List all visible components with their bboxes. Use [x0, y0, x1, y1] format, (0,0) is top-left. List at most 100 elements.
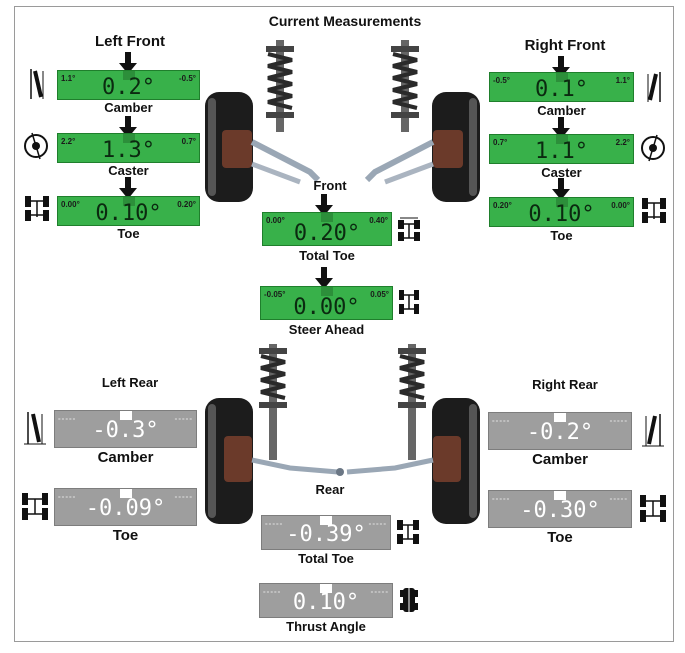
max-value: 0.7°	[181, 137, 196, 146]
max-value: 1.1°	[615, 76, 630, 85]
left-front-toe-gauge: 0.00° 0.20° 0.10°	[57, 196, 200, 226]
left-front-camber-gauge: 1.1° -0.5° 0.2°	[57, 70, 200, 100]
toe-icon	[22, 493, 48, 520]
right-front-camber-gauge: -0.5° 1.1° 0.1°	[489, 72, 634, 102]
front-total-toe-gauge: 0.00° 0.40° 0.20°	[262, 212, 392, 246]
gauge-notch	[320, 584, 332, 593]
max-value: -----	[609, 416, 628, 425]
max-value: 0.40°	[369, 216, 388, 225]
gauge-label: Camber	[97, 449, 154, 466]
gauge-notch	[555, 135, 568, 144]
gauge-value: 1.1°	[535, 139, 588, 164]
thrust-angle-icon	[400, 584, 418, 616]
caster-icon	[24, 132, 48, 160]
right-front-caster-gauge: 0.7° 2.2° 1.1°	[489, 134, 634, 164]
gauge-label: Camber	[532, 451, 588, 468]
min-value: -----	[58, 492, 77, 501]
gauge-notch	[122, 197, 135, 206]
gauge-value: 0.20°	[293, 221, 361, 246]
max-value: 0.00°	[611, 201, 630, 210]
min-value: -0.5°	[493, 76, 510, 85]
gauge-label: Thrust Angle	[286, 619, 366, 634]
min-value: -----	[58, 414, 77, 423]
right-rear-camber-gauge: ----- ----- -0.2°	[488, 412, 632, 450]
max-value: -----	[174, 492, 193, 501]
gauge-notch	[119, 411, 132, 420]
max-value: -----	[174, 414, 193, 423]
toe-icon	[25, 196, 49, 221]
min-value: -----	[263, 587, 282, 596]
camber-icon	[24, 412, 46, 445]
gauge-label: Total Toe	[299, 248, 355, 263]
min-value: -0.05°	[264, 290, 286, 299]
gauge-value: 0.10°	[528, 202, 595, 227]
page-title: Current Measurements	[268, 13, 422, 29]
min-value: 1.1°	[61, 74, 76, 83]
arrow-indicator	[119, 116, 137, 138]
right-front-toe-gauge: 0.20° 0.00° 0.10°	[489, 197, 634, 227]
gauge-value: -0.30°	[520, 498, 600, 523]
gauge-value: -0.09°	[85, 496, 166, 521]
min-value: 0.7°	[493, 138, 508, 147]
gauge-notch	[320, 287, 333, 296]
gauge-value: 0.1°	[535, 77, 588, 102]
gauge-notch	[321, 213, 333, 222]
caster-icon	[641, 134, 665, 162]
toe-icon	[640, 495, 666, 522]
camber-icon	[642, 414, 664, 447]
rear-suspension-graphic	[205, 344, 480, 524]
gauge-notch	[554, 491, 566, 500]
arrow-indicator	[119, 52, 137, 74]
gauge-notch	[122, 71, 135, 80]
gauge-value: 0.2°	[102, 75, 155, 100]
gauge-label: Toe	[117, 226, 140, 241]
steer-ahead-gauge: -0.05° 0.05° 0.00°	[260, 286, 393, 320]
gauge-notch	[554, 413, 566, 422]
min-value: -----	[492, 494, 511, 503]
gauge-label: Toe	[550, 228, 573, 243]
arrow-indicator	[315, 267, 333, 289]
max-value: 0.20°	[177, 200, 196, 209]
min-value: 2.2°	[61, 137, 76, 146]
gauge-value: 1.3°	[102, 138, 155, 163]
front-suspension-graphic	[205, 40, 480, 202]
total-toe-icon	[398, 217, 420, 241]
arrow-indicator	[119, 177, 137, 199]
min-value: 0.00°	[266, 216, 285, 225]
rear-label: Rear	[315, 482, 345, 497]
thrust-angle-gauge: ----- ----- 0.10°	[259, 583, 393, 618]
gauge-label: Toe	[112, 527, 139, 544]
right-rear-title: Right Rear	[532, 377, 598, 392]
gauge-notch	[555, 198, 568, 207]
gauge-label: Camber	[104, 100, 153, 115]
gauge-value: 0.10°	[95, 201, 162, 226]
left-rear-camber-gauge: ----- ----- -0.3°	[54, 410, 197, 448]
max-value: -0.5°	[179, 74, 196, 83]
max-value: -----	[368, 519, 387, 528]
measurement-panel	[14, 6, 674, 642]
gauge-label: Total Toe	[298, 551, 354, 566]
gauge-value: -0.2°	[526, 420, 594, 445]
total-toe-icon	[397, 520, 419, 544]
rear-total-toe-gauge: ----- ----- -0.39°	[261, 515, 391, 550]
left-rear-title: Left Rear	[101, 375, 159, 390]
left-rear-toe-gauge: ----- ----- -0.09°	[54, 488, 197, 526]
left-front-title: Left Front	[95, 33, 165, 50]
arrow-indicator	[552, 117, 570, 139]
right-rear-toe-gauge: ----- ----- -0.30°	[488, 490, 632, 528]
gauge-notch	[122, 134, 135, 143]
gauge-notch	[119, 489, 132, 498]
left-front-caster-gauge: 2.2° 0.7° 1.3°	[57, 133, 200, 163]
gauge-label: Toe	[547, 529, 573, 546]
gauge-value: 0.00°	[293, 295, 360, 320]
gauge-notch	[320, 516, 332, 525]
gauge-label: Caster	[108, 163, 149, 178]
right-front-title: Right Front	[524, 37, 606, 54]
min-value: -----	[492, 416, 511, 425]
max-value: 0.05°	[370, 290, 389, 299]
min-value: 0.20°	[493, 201, 512, 210]
steer-ahead-icon	[399, 290, 419, 314]
camber-icon	[30, 69, 44, 99]
gauge-label: Steer Ahead	[288, 322, 365, 337]
max-value: -----	[370, 587, 389, 596]
